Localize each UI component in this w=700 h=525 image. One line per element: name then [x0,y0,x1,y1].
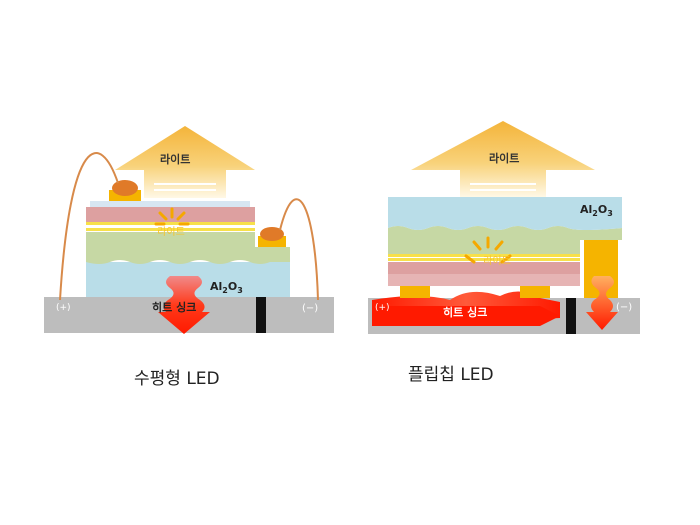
light-burst-right [464,236,512,264]
bump-pad-2-right [520,286,550,298]
light-burst-label-right: 라이트 [483,255,511,267]
active-line-1-right [388,254,580,257]
substrate-label-right: Al2O3 [580,203,613,218]
p-type-layer-right [388,262,580,274]
light-burst-left [154,207,190,226]
heat-sink-label-right: 히트 싱크 [443,305,487,319]
active-line-2-left [86,228,255,231]
light-label-left: 라이트 [160,152,190,166]
n-bump-left [260,227,284,241]
light-arrow-left [115,126,255,198]
minus-label-right: (−) [616,302,632,313]
light-arrow-right [411,121,595,197]
heat-flow-side-right [586,276,618,330]
minus-label-left: (−) [302,303,318,314]
bump-pad-1-right [400,286,430,298]
sapphire-substrate-right [388,197,622,230]
flip-chip-led-diagram: 라이트 라이트 Al2O3 히트 싱크 (+) (−) [368,121,640,334]
n-pad-left [258,236,286,247]
horizontal-led-diagram: 라이트 라이트 Al2O3 히트 싱크 (+) (−) [44,126,334,334]
heat-sink-divider-right [566,298,576,334]
caption-flip-chip-led: 플립칩 LED [408,365,494,385]
n-type-step-left [255,247,290,262]
wire-left-plus [59,152,119,301]
plus-label-right: (+) [375,303,390,313]
wire-left-minus [279,198,319,301]
n-type-layer-left [86,232,290,264]
active-line-1-left [86,222,255,225]
heat-flow-arrow-left [158,276,210,334]
light-stripes-left [154,183,216,191]
substrate-label-left: Al2O3 [210,280,243,295]
active-line-2-right [388,258,580,261]
light-stripes-right [470,183,536,191]
bottom-layer-right [388,274,580,286]
heat-sink-label-left: 히트 싱크 [152,300,196,314]
p-bump-left [112,180,138,196]
light-burst-label-left: 라이트 [157,226,185,238]
caption-horizontal-led: 수평형 LED [134,369,220,389]
heat-sink-divider-left [256,297,266,333]
plus-label-left: (+) [56,303,71,313]
top-layer-left [90,201,250,207]
heat-flow-arrow-right [372,306,560,326]
light-label-right: 라이트 [489,151,519,165]
n-type-layer-right [388,226,622,254]
